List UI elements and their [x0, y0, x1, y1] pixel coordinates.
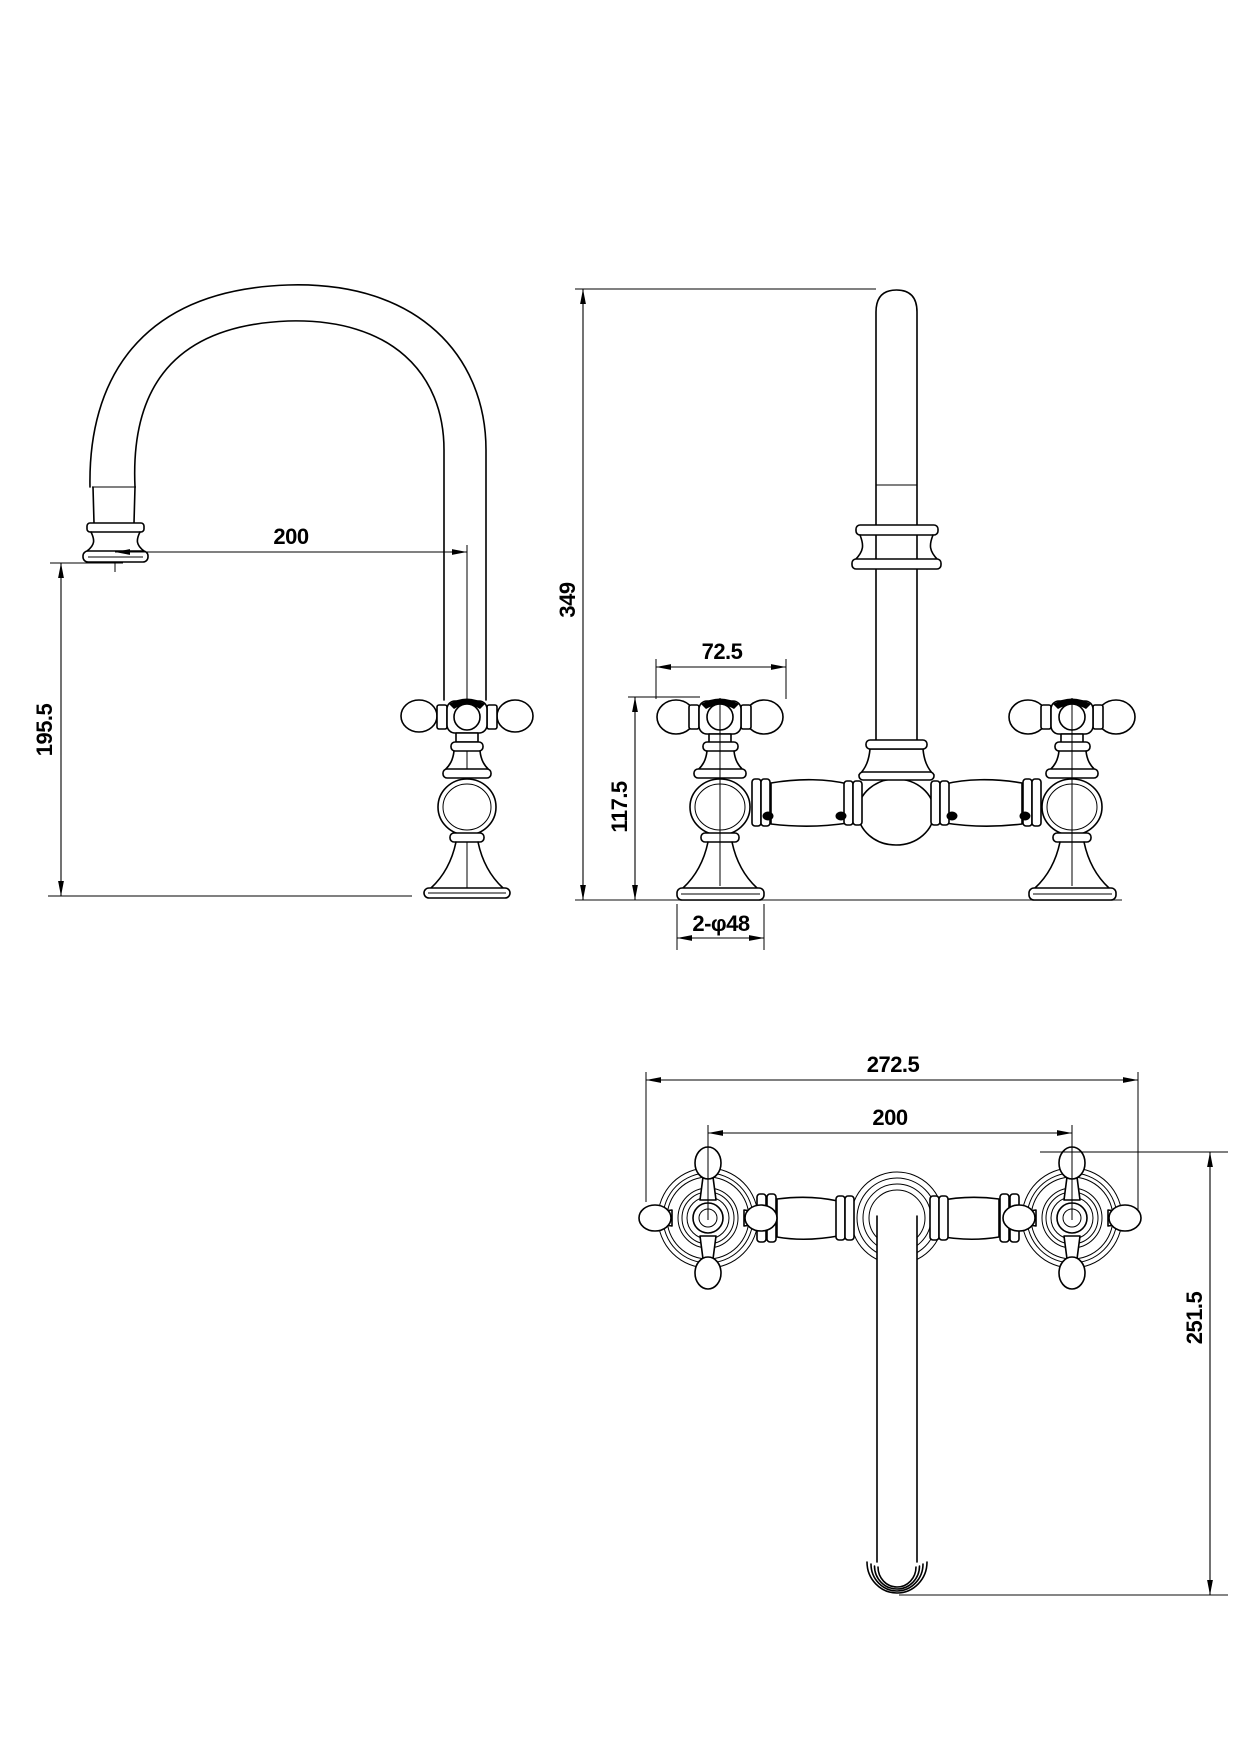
- dim-label-spout-projection: 251.5: [1182, 1291, 1207, 1344]
- dim-side-spout-reach: 200: [114, 524, 467, 572]
- side-valve-body: [423, 732, 511, 899]
- dim-label-base-diameter: 2-φ48: [692, 911, 750, 936]
- dim-label-front-height: 349: [555, 582, 580, 617]
- dim-front-handle-height: 117.5: [607, 696, 700, 900]
- top-left-handle: [638, 1125, 778, 1290]
- dim-label-top-centres: 200: [872, 1105, 907, 1130]
- side-view: 200 195.5: [32, 284, 534, 899]
- dim-top-overall-width: 272.5: [645, 1052, 1139, 1210]
- dim-label-top-width: 272.5: [867, 1052, 920, 1077]
- front-central-body: [857, 778, 935, 846]
- side-spout-outlet: [82, 522, 149, 563]
- dim-label-handle-width: 72.5: [702, 639, 743, 664]
- dim-label-handle-height: 117.5: [607, 781, 632, 833]
- dim-front-overall-height: 349: [555, 288, 876, 900]
- side-spout-gooseneck: [89, 284, 487, 701]
- top-view: 272.5 200 251.5: [638, 1052, 1228, 1596]
- front-left-handle: [656, 698, 784, 901]
- dim-label-side-reach: 200: [273, 524, 308, 549]
- front-view: 349 117.5 72.5 2-φ48: [555, 288, 1136, 950]
- dim-top-handle-centres: 200: [708, 1105, 1072, 1136]
- front-spout-bonnet: [858, 739, 935, 781]
- top-spout-tube: [866, 1215, 928, 1594]
- front-spout-riser: [851, 289, 942, 748]
- dim-label-side-height: 195.5: [32, 703, 57, 756]
- dim-top-spout-projection: 251.5: [899, 1151, 1228, 1596]
- front-bridge-pipes: [751, 778, 1042, 827]
- dim-front-base-diameter: 2-φ48: [676, 904, 765, 950]
- dim-front-handle-width: 72.5: [655, 639, 787, 699]
- dim-side-outlet-height: 195.5: [32, 562, 412, 897]
- top-right-handle: [1002, 1125, 1142, 1290]
- side-cross-handle: [400, 698, 534, 734]
- front-right-handle: [1008, 698, 1136, 901]
